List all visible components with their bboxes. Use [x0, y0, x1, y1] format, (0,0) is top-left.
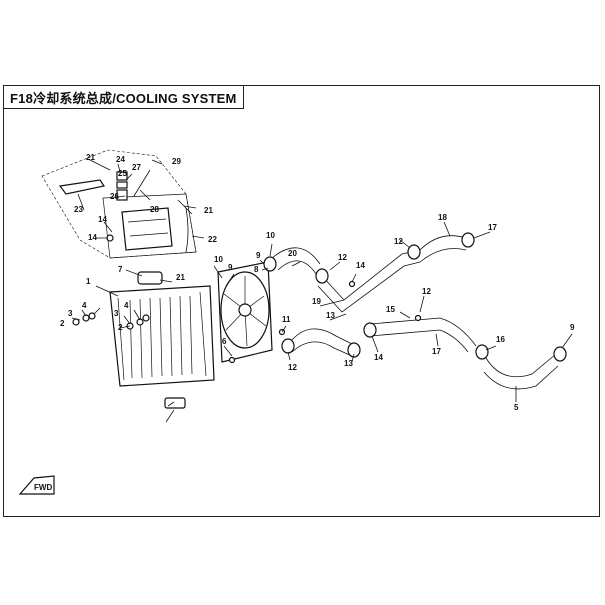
- callout-12: 12: [394, 237, 403, 246]
- reservoir-ribs: [127, 218, 169, 237]
- callout-16: 16: [496, 335, 505, 344]
- callout-26: 26: [110, 192, 119, 201]
- fan-blades: [223, 276, 267, 347]
- callout-20: 20: [288, 249, 297, 258]
- hose-11: [291, 328, 353, 357]
- drain-plug: [164, 397, 186, 409]
- callout-11: 11: [282, 315, 291, 324]
- hose-20: [271, 247, 321, 275]
- callout-4: 4: [82, 301, 87, 310]
- callout-8: 8: [254, 265, 259, 274]
- callout-13: 13: [344, 359, 353, 368]
- callout-10: 10: [266, 231, 275, 240]
- callout-17: 17: [488, 223, 497, 232]
- title-box: F18冷却系统总成/COOLING SYSTEM: [4, 86, 244, 109]
- callout-6: 6: [222, 337, 227, 346]
- fasteners: [72, 234, 422, 364]
- radiator-cap: [137, 271, 163, 285]
- hose-16: [483, 353, 559, 390]
- callout-4: 4: [124, 301, 129, 310]
- radiator: [109, 285, 215, 387]
- callout-12: 12: [338, 253, 347, 262]
- coolant-reservoir: [121, 207, 173, 251]
- reservoir-cap: [116, 171, 128, 181]
- callout-29: 29: [172, 157, 181, 166]
- callout-15: 15: [386, 305, 395, 314]
- callout-9: 9: [256, 251, 261, 260]
- callout-12: 12: [422, 287, 431, 296]
- callout-14: 14: [374, 353, 383, 362]
- callout-24: 24: [116, 155, 125, 164]
- callout-14: 14: [88, 233, 97, 242]
- callout-21: 21: [176, 273, 185, 282]
- hose-18: [419, 235, 467, 263]
- callout-2: 2: [118, 323, 123, 332]
- callout-5: 5: [514, 403, 519, 412]
- callout-17: 17: [432, 347, 441, 356]
- callout-9: 9: [228, 263, 233, 272]
- callout-19: 19: [312, 297, 321, 306]
- callout-2: 2: [60, 319, 65, 328]
- callout-21: 21: [204, 206, 213, 215]
- callout-27: 27: [132, 163, 141, 172]
- forward-direction-arrow: FWD: [18, 475, 55, 495]
- callout-12: 12: [288, 363, 297, 372]
- diagram-title: F18冷却系统总成/COOLING SYSTEM: [10, 90, 237, 106]
- pipe-15: [369, 317, 477, 353]
- callout-3: 3: [68, 309, 73, 318]
- callout-23: 23: [74, 205, 83, 214]
- callout-14: 14: [98, 215, 107, 224]
- callout-9: 9: [570, 323, 575, 332]
- callout-3: 3: [114, 309, 119, 318]
- radiator-tanks: [117, 291, 207, 381]
- callout-21: 21: [86, 153, 95, 162]
- fan-hub: [238, 303, 252, 317]
- callout-13: 13: [326, 311, 335, 320]
- reservoir-group-outline: [41, 149, 197, 259]
- overflow-hose: [185, 207, 189, 253]
- fwd-label: FWD: [34, 483, 52, 492]
- callout-22: 22: [208, 235, 217, 244]
- cap-seal: [116, 181, 128, 189]
- hose-clamps: [263, 232, 567, 362]
- callout-7: 7: [118, 265, 123, 274]
- overflow-hose-end: [177, 199, 193, 215]
- radiator-core-fins: [129, 295, 193, 379]
- filler-neck: [116, 189, 128, 201]
- callout-1: 1: [86, 277, 91, 286]
- callout-25: 25: [118, 169, 127, 178]
- reservoir-bracket: [58, 179, 105, 195]
- callout-18: 18: [438, 213, 447, 222]
- callout-14: 14: [356, 261, 365, 270]
- leader-lines: [71, 159, 573, 423]
- diagram-frame: F18冷却系统总成/COOLING SYSTEM: [3, 85, 600, 517]
- callout-28: 28: [150, 205, 159, 214]
- callout-10: 10: [214, 255, 223, 264]
